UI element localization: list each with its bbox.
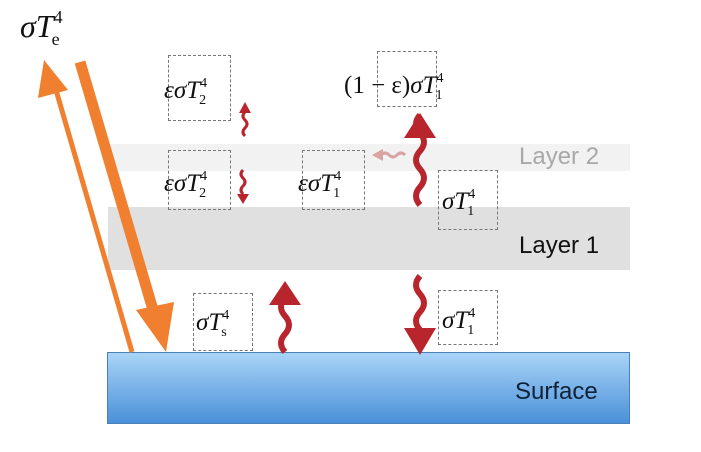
layer-2-band [108,144,630,171]
layer1-up-term: σT41 [442,187,476,219]
emitted-top-term: σT4e [20,7,63,49]
surface-up-term: σT4s [196,308,230,340]
transmitted-term: (1 − ε)σT41 [344,71,444,103]
layer1-up-wave-arrow [404,113,436,207]
absorbed-wave-arrow [372,149,407,161]
layer2-up-wave-arrow [239,102,251,138]
surface-block [107,352,630,424]
layer-1-label: Layer 1 [519,232,600,259]
absorbed-layer2-box [302,150,365,210]
layer1-down-box [438,290,498,345]
layer1-up-box [438,170,498,230]
incoming-solar-arrow [74,60,174,352]
layer2-down-wave-arrow [237,168,249,204]
layer1-down-wave-arrow [404,274,436,355]
surface-up-box [193,293,253,351]
layer2-up-term: εσT42 [164,76,208,108]
layer2-up-box [168,55,231,121]
layer-1-band [108,207,630,270]
layer-2-label: Layer 2 [519,143,600,170]
reflected-solar-arrow [38,60,135,353]
layer2-down-box [168,150,231,210]
layer2-down-term: εσT42 [164,169,208,201]
absorbed-layer2-term: εσT41 [298,169,342,201]
surface-up-wave-arrow [269,281,301,354]
layer1-down-term: σT41 [442,306,476,338]
transmitted-box [377,51,437,107]
surface-label: Surface [515,378,598,405]
